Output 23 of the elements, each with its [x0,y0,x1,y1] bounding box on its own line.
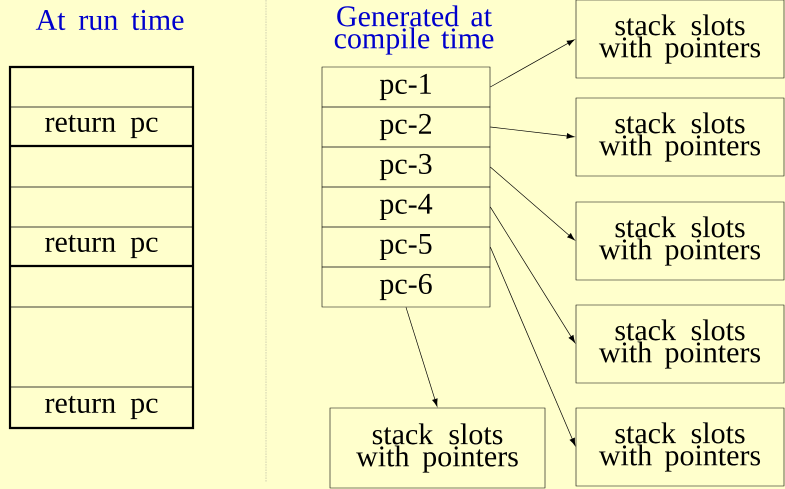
arrow [490,166,575,240]
arrow [490,39,575,88]
arrow [490,206,576,343]
stack-slots-box: stack slots with pointers [576,202,784,280]
pc-cell: pc-3 [322,146,490,188]
pc-cell: pc-4 [322,186,490,228]
stack-slots-box: stack slots with pointers [330,408,546,488]
arrow [490,246,576,446]
arrow [406,306,438,406]
pc-cell: pc-1 [322,66,490,108]
arrow [490,126,574,139]
pc-cell: pc-2 [322,106,490,148]
stack-cell: return pc [10,386,194,428]
stack-cell: return pc [10,106,194,146]
heading: At run time [36,10,184,30]
heading: Generated at compile time [334,5,494,55]
pc-cell: pc-5 [322,226,490,268]
stack-slots-box: stack slots with pointers [576,98,784,176]
stack-cell: return pc [10,226,194,266]
pc-cell: pc-6 [322,266,490,308]
stack-slots-box: stack slots with pointers [576,304,784,384]
stack-slots-box: stack slots with pointers [576,408,784,486]
stack-slots-box: stack slots with pointers [576,0,784,78]
